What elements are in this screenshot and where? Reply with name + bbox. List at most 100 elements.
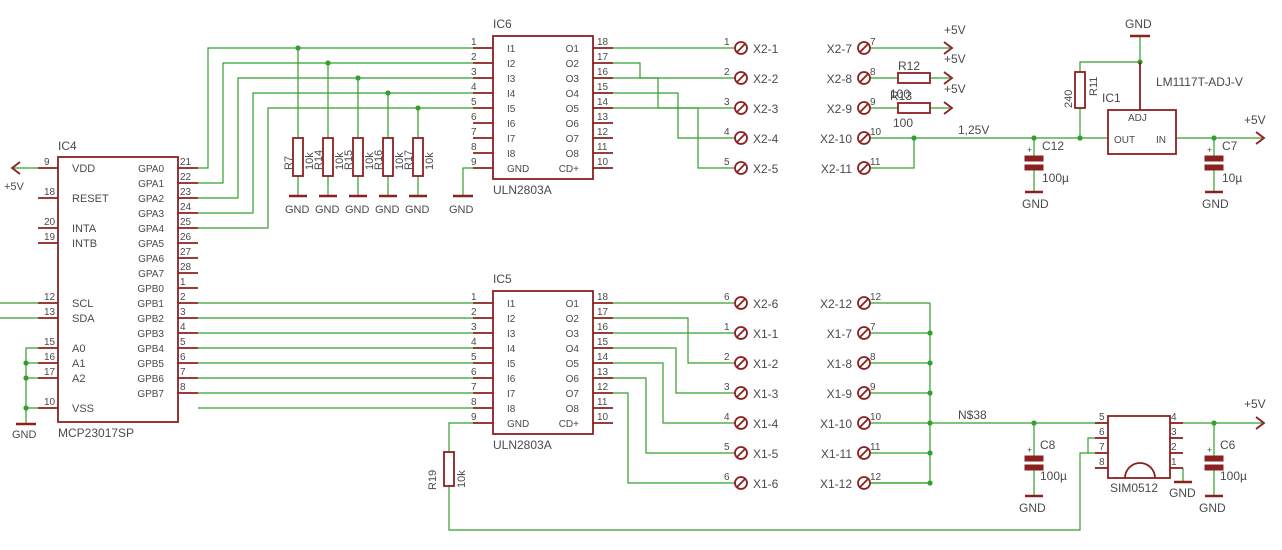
vcc-label: +5V <box>4 181 25 193</box>
terminal-slash <box>859 388 869 398</box>
terminal-slash <box>736 298 746 308</box>
ic5-pin-label: O6 <box>566 374 580 385</box>
ic6-pin-num: 9 <box>471 157 477 168</box>
terminal-ring <box>734 296 748 310</box>
r11-ref: R11 <box>1088 77 1100 96</box>
terminal-ring <box>857 101 871 115</box>
gpa-ic6-wire <box>198 62 473 184</box>
terminal-label: X1-5 <box>753 447 779 461</box>
terminal-ring <box>734 41 748 55</box>
terminal-num: 7 <box>870 322 876 333</box>
r19-body <box>443 451 455 487</box>
ic4-part: MCP23017SP <box>58 426 134 440</box>
ic4-pin-num: 7 <box>180 367 186 378</box>
ic1-part: LM1117T-ADJ-V <box>1156 75 1243 89</box>
ic4-pin-label: GPB5 <box>137 359 164 370</box>
terminal-label: X2-7 <box>827 42 853 56</box>
pullup-val: 10k <box>304 152 316 170</box>
terminal-label: X1-9 <box>827 387 853 401</box>
ic5-out-wire <box>613 362 735 424</box>
terminal-label: X1-12 <box>820 477 852 491</box>
ic5-pin-num: 3 <box>471 322 477 333</box>
terminal-label: X1-4 <box>753 417 779 431</box>
ic4-pin-label: A1 <box>72 358 85 370</box>
terminal-slash <box>736 73 746 83</box>
ic4-pin-label: GPA2 <box>138 194 164 205</box>
cap-val: 100µ <box>1040 469 1067 483</box>
terminal-ring <box>734 476 748 490</box>
terminal-slash <box>859 298 869 308</box>
ic4-pin-num: 22 <box>180 172 192 183</box>
terminal-ring <box>857 326 871 340</box>
terminal-ring <box>734 131 748 145</box>
cap-val: 100µ <box>1220 469 1247 483</box>
terminal-slash <box>736 478 746 488</box>
ic5-pin-label: I5 <box>507 359 516 370</box>
gnd-label: GND <box>315 204 340 216</box>
ic4-name: IC4 <box>58 139 77 153</box>
ic4-pin-label: GPA6 <box>138 254 164 265</box>
ic4-pin-num: 12 <box>44 292 56 303</box>
ic6-part: ULN2803A <box>493 183 552 197</box>
terminal-label: X2-9 <box>827 102 853 116</box>
vcc-label: +5V <box>1244 113 1266 127</box>
terminal-num: 1 <box>724 37 730 48</box>
cap-val: 10µ <box>1222 171 1242 185</box>
terminal-label: X2-4 <box>753 132 779 146</box>
terminal-num: 2 <box>724 352 730 363</box>
components <box>10 34 1266 498</box>
sim-body <box>1107 415 1171 479</box>
ic6-pin-num: 10 <box>597 157 609 168</box>
ic6-pin-num: 8 <box>471 142 477 153</box>
gnd-label: GND <box>405 204 430 216</box>
pullup-ref: R17 <box>403 150 415 170</box>
terminal-label: X1-7 <box>827 327 853 341</box>
ic5-pin-num: 9 <box>471 412 477 423</box>
r19-wire <box>448 452 1095 531</box>
ic5-pin-num: 17 <box>597 307 609 318</box>
terminal-num: 9 <box>870 382 876 393</box>
cap-plate-pos <box>1204 155 1224 162</box>
ic6-pin-label: I3 <box>507 74 516 85</box>
ic4-pin-num: 16 <box>44 352 56 363</box>
terminal-slash <box>859 163 869 173</box>
ic6-pin-label: O2 <box>566 59 580 70</box>
ic4-pin-num: 19 <box>44 232 56 243</box>
ic4-pin-label: RESET <box>72 193 109 205</box>
terminal-ring <box>857 446 871 460</box>
terminal-num: 5 <box>724 157 730 168</box>
terminal-label: X1-11 <box>821 447 852 461</box>
ic5-pin-num: 8 <box>471 397 477 408</box>
ic6-pin-num: 13 <box>597 112 609 123</box>
terminal-num: 4 <box>724 127 730 138</box>
ic6-pin-label: O1 <box>566 44 580 55</box>
ic6-pin-label: O6 <box>566 119 580 130</box>
vcc-arrow <box>10 161 21 175</box>
terminal-num: 10 <box>870 412 882 423</box>
ic5-pin-label: I3 <box>507 329 516 340</box>
terminal-slash <box>736 418 746 428</box>
vcc-arrow <box>943 101 954 115</box>
ic4-pin-num: 6 <box>180 352 186 363</box>
cap-plus: + <box>1027 145 1032 155</box>
ic6-pin-num: 6 <box>471 112 477 123</box>
cap-plate-pos <box>1024 155 1044 162</box>
ic6-out-wire <box>613 92 735 139</box>
terminal-slash <box>859 103 869 113</box>
r12-ref: R12 <box>898 59 920 73</box>
sim-pin-num: 5 <box>1099 412 1105 423</box>
ic5-pin-label: O2 <box>566 314 580 325</box>
terminal-slash <box>859 73 869 83</box>
terminal-label: X2-6 <box>753 297 779 311</box>
ic5-pin-num: 14 <box>597 352 609 363</box>
terminal-ring <box>734 101 748 115</box>
sim-pin-num: 6 <box>1099 427 1105 438</box>
ic4-pin-num: 17 <box>44 367 56 378</box>
ic1-out: OUT <box>1114 135 1135 146</box>
terminal-ring <box>857 161 871 175</box>
terminal-label: X2-5 <box>753 162 779 176</box>
pullup-val: 10k <box>364 152 376 170</box>
pullup-resistor <box>292 137 304 177</box>
terminal-ring <box>734 71 748 85</box>
ic4-pin-num: 27 <box>180 247 192 258</box>
